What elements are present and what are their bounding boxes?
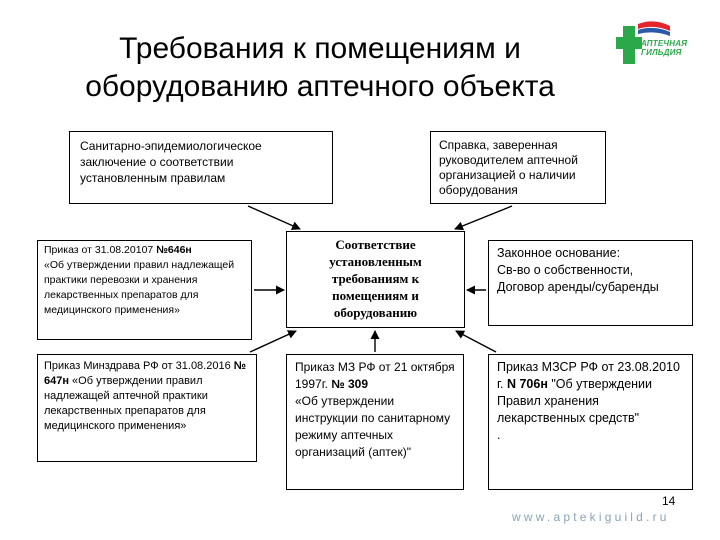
box-compliance-center-text: Соответствие установленным требованиям к… [329, 237, 425, 320]
box-order-646n: Приказ от 31.08.20107 №646н «Об утвержде… [37, 240, 252, 340]
logo-text-line-2: ГИЛЬДИЯ [641, 48, 682, 57]
order-646n-description: «Об утверждении правил надлежащей практи… [44, 259, 238, 316]
website-url[interactable]: www.aptekiguild.ru [512, 510, 670, 524]
order-706n-description: "Об утверждении Правил хранения лекарств… [497, 377, 653, 442]
box-legal-basis-text: Законное основание: Св-во о собственност… [497, 246, 659, 294]
order-647n-number: № 647н [44, 360, 250, 387]
box-compliance-center: Соответствие установленным требованиям к… [286, 231, 465, 328]
flag-icon [638, 21, 670, 36]
arrow-bot-left [249, 330, 297, 353]
green-cross-icon [616, 26, 642, 64]
box-equipment-certificate: Справка, заверенная руководителем аптечн… [430, 131, 606, 204]
order-706n-prefix: Приказ МЗСР РФ от 23.08.2010 г. [497, 360, 684, 391]
order-646n-number: №646н [156, 244, 192, 256]
box-legal-basis: Законное основание: Св-во о собственност… [488, 240, 693, 326]
box-sanitary-conclusion-text: Санитарно-эпидемиологическое заключение … [80, 139, 266, 185]
box-equipment-certificate-text: Справка, заверенная руководителем аптечн… [439, 138, 582, 197]
box-sanitary-conclusion: Санитарно-эпидемиологическое заключение … [69, 131, 333, 204]
box-order-309: Приказ МЗ РФ от 21 октября 1997г. № 309 … [286, 354, 464, 490]
order-309-description: «Об утверждении инструкции по санитарном… [295, 394, 451, 459]
aptechnaya-gildiya-logo [616, 21, 670, 64]
arrow-top-right [454, 205, 513, 231]
page-number: 14 [662, 494, 676, 508]
arrow-top-left [247, 205, 301, 230]
title-line-2: оборудованию аптечного объекта [85, 70, 555, 103]
order-647n-description: «Об утверждении правил надлежащей аптечн… [44, 375, 211, 432]
arrow-bot-right [455, 330, 497, 353]
order-706n-number: N 706н [506, 377, 548, 391]
box-order-647n: Приказ Минздрава РФ от 31.08.2016 № 647н… [37, 354, 257, 462]
order-309-prefix: Приказ МЗ РФ от 21 октября 1997г. [295, 360, 459, 391]
order-646n-prefix: Приказ от 31.08.20107 [44, 244, 157, 256]
order-309-number: № 309 [331, 377, 369, 391]
logo-text-line-1: АПТЕЧНАЯ [641, 39, 688, 48]
slide-title: Требования к помещениям и оборудованию а… [40, 30, 600, 106]
box-order-706n: Приказ МЗСР РФ от 23.08.2010 г. N 706н "… [488, 354, 693, 490]
logo-text: АПТЕЧНАЯ ГИЛЬДИЯ [641, 39, 701, 57]
title-line-1: Требования к помещениям и [119, 32, 521, 65]
order-647n-prefix: Приказ Минздрава РФ от 31.08.2016 [44, 360, 234, 372]
